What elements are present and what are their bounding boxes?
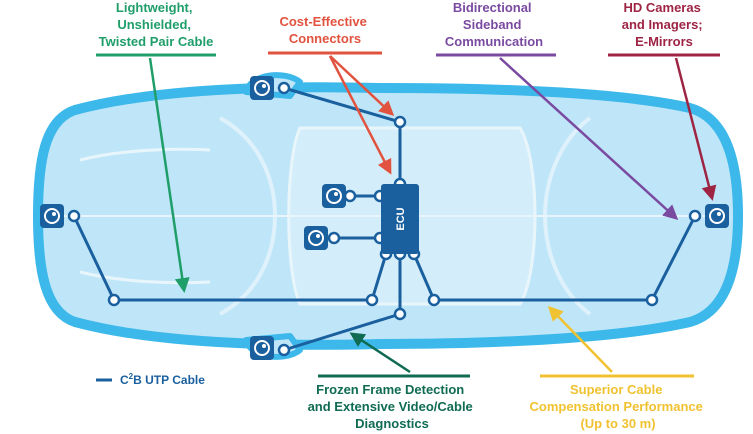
callout-arrow [148,57,190,293]
legend-label: C2B UTP Cable [120,372,205,387]
camera-icon [250,76,274,100]
svg-text:Cost-Effective Connector: Cost-Effective Connectors [279,14,370,46]
callout-text: Superior Cable [570,382,662,397]
camera-icon [40,204,64,228]
callout-cameras: HD Cameras and Imagers; E-Mirrors [608,0,720,201]
legend-suffix: B UTP Cable [133,373,205,387]
connector-node [67,209,81,223]
camera-icon [705,204,729,228]
ecu-box [381,184,419,254]
callout-text: Twisted Pair Cable [99,34,214,49]
callout-text: Bidirectional [453,0,532,15]
callout-text: E-Mirrors [635,34,693,49]
callout-text: HD Cameras [624,0,701,15]
callout-text: Sideband [463,17,522,32]
connector-node [645,293,659,307]
connector-node [688,209,702,223]
connector-node [107,293,121,307]
cable-rear-loop [412,214,697,302]
car-hood-line [79,147,211,285]
callout-text: Diagnostics [355,416,429,431]
callout-arrow [547,305,613,373]
callout-arrow [674,57,717,201]
callout-arrow [499,57,679,221]
svg-text:HD Cameras and Imagers;: HD Cameras and Imagers; E-Mirrors [622,0,707,49]
callout-text: Communication [445,34,543,49]
ecu-module: ECU [381,184,419,254]
callout-arrow [349,332,411,374]
svg-text:Bidirectional Sideband: Bidirectional Sideband Communication [445,0,543,49]
connector-node [343,189,357,203]
camera-icon [322,184,346,208]
ecu-label: ECU [395,207,407,230]
camera-icon [304,226,328,250]
svg-text:Frozen Frame Detection a: Frozen Frame Detection and Extensive Vid… [308,382,477,431]
cable-front-loop [72,214,388,302]
legend-prefix: C [120,373,129,387]
legend: C2B UTP Cable [96,372,205,387]
callout-sideband: Bidirectional Sideband Communication [436,0,679,221]
connector-node [393,115,407,129]
callout-text: (Up to 30 m) [580,416,655,431]
callout-connectors: Cost-Effective Connectors [268,14,395,175]
cameras [40,76,729,360]
connector-node [277,343,291,357]
callout-text: Unshielded, [117,17,191,32]
callout-text: Connectors [289,31,361,46]
svg-text:Lightweight, Unshielded,: Lightweight, Unshielded, Twisted Pair Ca… [99,0,214,49]
connector-node [427,293,441,307]
callout-text: Cost-Effective [279,14,366,29]
callout-text: Frozen Frame Detection [316,382,464,397]
callout-arrow [328,55,392,175]
callout-arrow [329,55,395,117]
callout-text: Compensation Performance [530,399,703,414]
callout-text: and Extensive Video/Cable [308,399,473,414]
callout-text: Lightweight, [116,0,193,15]
connector-node [277,81,291,95]
connector-node [393,307,407,321]
legend-superscript: 2 [129,372,134,381]
connector-node [327,231,341,245]
connector-node [365,293,379,307]
callout-utp-cable: Lightweight, Unshielded, Twisted Pair Ca… [96,0,216,293]
callout-compensation: Superior Cable Compensation Performance … [530,305,707,431]
callout-text: and Imagers; [622,17,703,32]
callout-diagnostics: Frozen Frame Detection and Extensive Vid… [308,332,477,431]
camera-icon [250,336,274,360]
svg-text:Superior Cable Compensat: Superior Cable Compensation Performance … [530,382,707,431]
